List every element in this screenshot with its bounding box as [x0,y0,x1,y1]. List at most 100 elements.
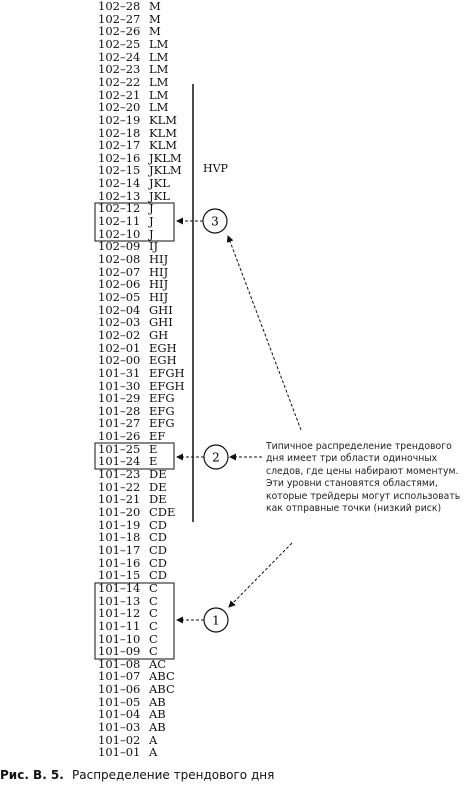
caption-label: Рис. В. 5. [0,768,64,782]
price-level: 102–13 [98,188,141,203]
tpo-letters: EFGH [149,378,185,393]
tpo-letters: DE [149,467,167,482]
tpo-letters: C [149,606,158,621]
price-level: 101–21 [98,492,141,507]
tpo-letters: KLM [149,138,178,153]
price-level: 102–19 [98,112,141,127]
price-level: 102–11 [98,214,141,229]
tpo-letters: CDE [149,505,176,519]
tpo-letters: E [149,441,158,456]
price-level: 101–10 [98,631,141,646]
price-level: 102–01 [98,340,141,355]
tpo-letters: J [149,201,154,216]
tpo-letters: KLM [149,112,178,127]
price-level: 101–18 [98,530,141,545]
price-level: 102–06 [98,277,141,292]
tpo-letters: IJ [149,239,159,254]
single-print-box-3 [94,202,175,242]
tpo-letters: LM [149,62,169,77]
price-level: 102–28 [98,0,141,13]
tpo-letters: E [149,454,158,469]
arrow-annotation-to-1 [228,542,293,608]
tpo-letters: CD [149,542,168,557]
tpo-letters: LM [149,87,169,102]
price-level: 102–27 [98,11,141,26]
price-level: 101–30 [98,378,141,393]
price-level: 102–22 [98,74,141,89]
single-print-box-2 [94,442,175,470]
price-level: 101–08 [98,656,141,671]
tpo-letters: EGH [149,353,177,368]
price-level: 102–26 [98,24,141,39]
price-level: 102–03 [98,315,141,330]
tpo-letters: EF [149,429,166,444]
price-level: 101–27 [98,416,141,431]
tpo-letters: CD [149,517,168,532]
tpo-letters: AB [149,720,166,735]
price-level: 102–02 [98,327,141,342]
price-level: 102–07 [98,264,141,279]
price-level: 101–12 [98,606,141,621]
tpo-letters: JKL [149,188,170,203]
tpo-letters: CD [149,555,168,570]
figure-caption: Рис. В. 5. Распределение трендового дня [0,765,473,785]
tpo-letters: DE [149,479,167,494]
price-level: 101–22 [98,479,141,494]
price-level: 101–04 [98,707,141,722]
tpo-letters: EFGH [149,365,185,380]
price-level: 102–20 [98,100,141,115]
price-level: 102–17 [98,138,141,153]
hvp-label: HVP [203,162,228,175]
price-level: 101–02 [98,732,141,747]
tpo-letters: EGH [149,340,177,355]
price-level: 101–17 [98,542,141,557]
price-level: 102–14 [98,176,141,191]
tpo-letters: A [149,732,158,747]
tpo-letters: AC [149,656,167,671]
price-level: 101–03 [98,720,141,735]
price-level: 101–07 [98,669,141,684]
price-level: 102–25 [98,36,141,51]
price-level: 102–00 [98,353,141,368]
price-level: 102–24 [98,49,141,64]
price-level: 102–23 [98,62,141,77]
tpo-letters: EFG [149,416,175,431]
price-level: 102–09 [98,239,141,254]
price-level: 102–10 [98,226,141,241]
single-print-box-1 [94,582,175,660]
tpo-letters: M [149,24,161,39]
tpo-letters: LM [149,74,169,89]
price-level: 101–09 [98,644,141,659]
caption-text: Распределение трендового дня [72,768,275,782]
price-level: 101–15 [98,568,141,583]
price-level: 101–06 [98,682,141,697]
price-level: 101–31 [98,365,141,380]
price-level: 101–26 [98,429,141,444]
tpo-letters: GHI [149,315,173,330]
tpo-letters: GHI [149,302,173,317]
tpo-letters: CD [149,530,168,545]
tpo-letters: HIJ [149,264,169,279]
price-level: 101–19 [98,517,141,532]
price-level: 101–23 [98,467,141,482]
tpo-letters: JKLM [149,150,182,165]
tpo-letters: J [149,214,154,229]
tpo-letters: HIJ [149,277,169,292]
price-level: 102–04 [98,302,141,317]
tpo-letters: LM [149,100,169,115]
tpo-letters: AB [149,707,166,722]
tpo-letters: KLM [149,125,178,140]
tpo-letters: J [149,226,154,241]
tpo-letters: AB [149,694,166,709]
tpo-letters: C [149,644,158,659]
annotation-text: Типичное распределение трендового дня им… [266,441,461,515]
price-level: 101–24 [98,454,141,469]
tpo-letters: HIJ [149,252,169,266]
tpo-letters: EFG [149,391,175,406]
price-level: 102–21 [98,87,141,102]
marker-label-2: 2 [212,451,220,465]
price-level: 101–20 [98,505,141,519]
tpo-letters: C [149,618,158,633]
tpo-letters: LM [149,36,169,51]
